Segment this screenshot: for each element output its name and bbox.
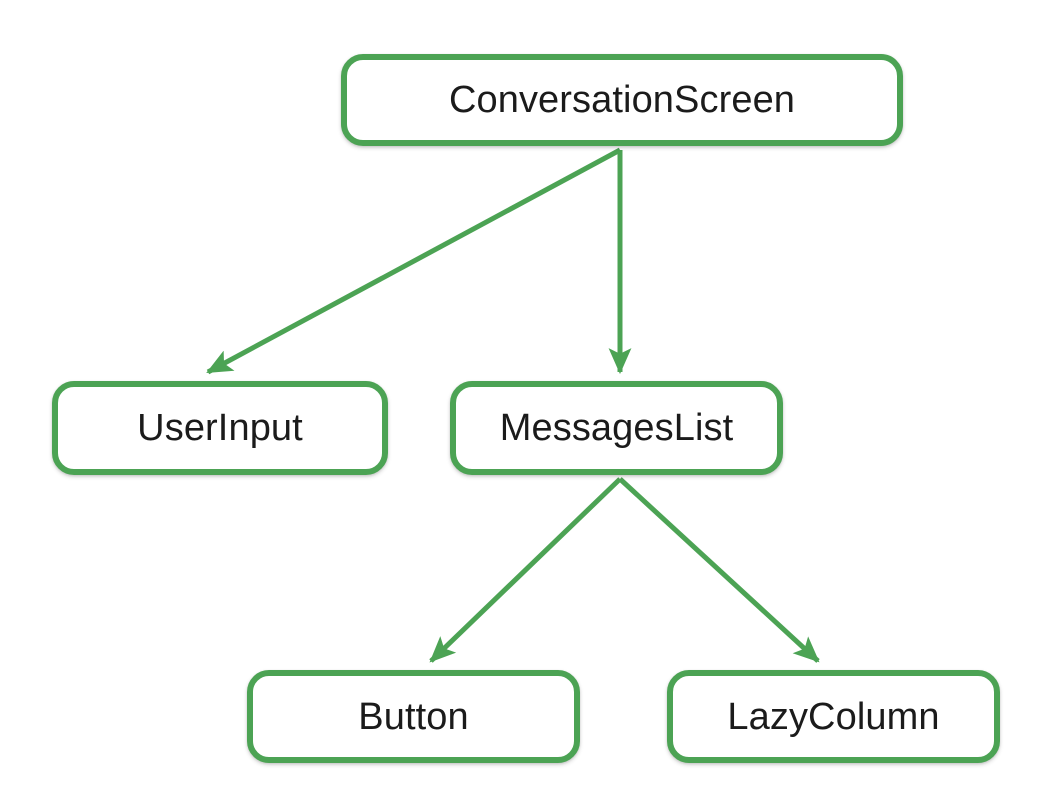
node-messageslist[interactable]: MessagesList: [450, 381, 783, 475]
node-label: Button: [358, 695, 469, 738]
node-lazycolumn[interactable]: LazyColumn: [667, 670, 1000, 763]
node-label: UserInput: [137, 407, 303, 449]
node-label: ConversationScreen: [448, 79, 796, 121]
edge-messageslist-to-lazycolumn: [618, 477, 820, 663]
node-conversationscreen[interactable]: ConversationScreen: [341, 54, 903, 146]
node-button[interactable]: Button: [247, 670, 580, 763]
node-label: MessagesList: [499, 407, 734, 449]
node-label: LazyColumn: [727, 695, 940, 738]
edge-messageslist-to-button: [429, 477, 622, 663]
node-userinput[interactable]: UserInput: [52, 381, 388, 475]
edge-conversationscreen-to-userinput: [206, 147, 622, 375]
